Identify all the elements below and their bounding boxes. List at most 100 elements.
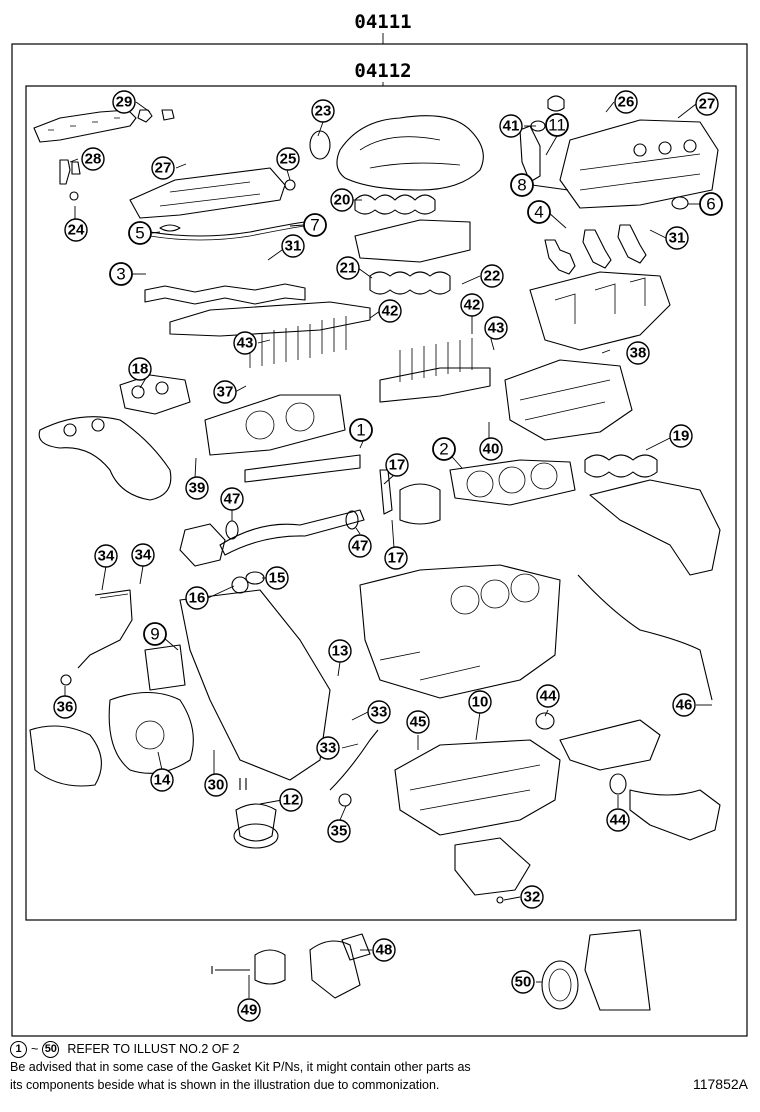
svg-text:34: 34 (135, 547, 152, 564)
svg-text:24: 24 (68, 222, 85, 239)
svg-text:40: 40 (483, 441, 500, 458)
svg-text:38: 38 (630, 345, 647, 362)
callout: 6 (699, 192, 723, 216)
callout: 39 (185, 476, 209, 500)
svg-text:16: 16 (189, 590, 206, 607)
callout: 49 (237, 998, 261, 1022)
callout: 4 (527, 200, 551, 224)
svg-text:25: 25 (280, 151, 297, 168)
callout: 33 (316, 736, 340, 760)
callout: 47 (220, 487, 244, 511)
range-separator: ~ (31, 1042, 39, 1056)
svg-text:28: 28 (85, 151, 102, 168)
svg-text:30: 30 (208, 777, 225, 794)
svg-text:42: 42 (464, 297, 481, 314)
refer-text: REFER TO ILLUST NO.2 OF 2 (67, 1042, 240, 1056)
callout: 40 (479, 437, 503, 461)
callout: 46 (672, 693, 696, 717)
callout: 28 (81, 147, 105, 171)
svg-text:32: 32 (524, 889, 541, 906)
range-start-callout: 1 (10, 1040, 27, 1058)
callout: 21 (336, 256, 360, 280)
callout: 26 (614, 90, 638, 114)
svg-text:50: 50 (515, 974, 532, 991)
callout: 44 (536, 684, 560, 708)
svg-text:5: 5 (135, 224, 144, 243)
svg-text:6: 6 (706, 195, 715, 214)
gasket-parts-artwork (29, 95, 721, 1011)
callout: 18 (128, 357, 152, 381)
refer-note: 1 ~ 50 REFER TO ILLUST NO.2 OF 2 (10, 1040, 750, 1058)
commonization-note-line-1: Be advised that in some case of the Gask… (10, 1060, 471, 1074)
svg-text:9: 9 (150, 625, 159, 644)
callout: 13 (328, 639, 352, 663)
svg-text:44: 44 (540, 688, 557, 705)
svg-text:31: 31 (285, 238, 302, 255)
callout: 9 (143, 622, 167, 646)
svg-text:1: 1 (356, 421, 365, 440)
svg-text:2: 2 (439, 440, 448, 459)
svg-text:47: 47 (352, 538, 369, 555)
callout: 25 (276, 147, 300, 171)
svg-text:4: 4 (534, 203, 543, 222)
svg-text:37: 37 (217, 384, 234, 401)
svg-text:22: 22 (484, 268, 501, 285)
svg-text:13: 13 (332, 643, 349, 660)
svg-text:42: 42 (382, 303, 399, 320)
callout: 3 (109, 262, 133, 286)
svg-text:14: 14 (154, 772, 171, 789)
svg-text:26: 26 (618, 94, 635, 111)
svg-text:29: 29 (116, 94, 133, 111)
svg-text:43: 43 (237, 335, 254, 352)
callout: 48 (372, 938, 396, 962)
callout: 43 (233, 331, 257, 355)
svg-text:23: 23 (315, 103, 332, 120)
callout: 19 (669, 424, 693, 448)
svg-text:34: 34 (98, 548, 115, 565)
svg-text:45: 45 (410, 714, 427, 731)
svg-text:12: 12 (283, 792, 300, 809)
svg-text:36: 36 (57, 699, 74, 716)
svg-text:35: 35 (331, 823, 348, 840)
svg-text:47: 47 (224, 491, 241, 508)
range-end-callout: 50 (42, 1040, 60, 1058)
svg-text:46: 46 (676, 697, 693, 714)
inner-kit-frame (25, 85, 737, 921)
callout: 17 (385, 453, 409, 477)
svg-text:17: 17 (388, 550, 405, 567)
callout: 45 (406, 710, 430, 734)
svg-text:15: 15 (269, 570, 286, 587)
callout: 34 (131, 543, 155, 567)
callout: 30 (204, 773, 228, 797)
callout: 15 (265, 566, 289, 590)
outer-part-number: 04111 (354, 11, 411, 33)
svg-text:33: 33 (320, 740, 337, 757)
callout: 2 (432, 437, 456, 461)
svg-text:41: 41 (503, 118, 520, 135)
svg-text:21: 21 (340, 260, 357, 277)
callout: 1 (349, 418, 373, 442)
svg-text:17: 17 (389, 457, 406, 474)
outer-kit-frame (11, 43, 748, 1037)
svg-text:11: 11 (548, 116, 566, 135)
svg-text:44: 44 (610, 812, 627, 829)
callout: 41 (499, 114, 523, 138)
callout: 50 (511, 970, 535, 994)
callout: 22 (480, 264, 504, 288)
svg-text:3: 3 (116, 265, 125, 284)
footer-notes: 1 ~ 50 REFER TO ILLUST NO.2 OF 2 Be advi… (10, 1040, 750, 1094)
svg-text:20: 20 (334, 192, 351, 209)
callout: 35 (327, 819, 351, 843)
callout: 36 (53, 695, 77, 719)
illustration-code: 117852A (692, 1076, 748, 1092)
svg-text:39: 39 (189, 480, 206, 497)
callout: 14 (150, 768, 174, 792)
svg-text:33: 33 (371, 704, 388, 721)
callout: 23 (311, 99, 335, 123)
callout: 37 (213, 380, 237, 404)
callout: 12 (279, 788, 303, 812)
callout: 47 (348, 534, 372, 558)
callout: 10 (468, 690, 492, 714)
inner-part-number: 04112 (354, 60, 411, 82)
